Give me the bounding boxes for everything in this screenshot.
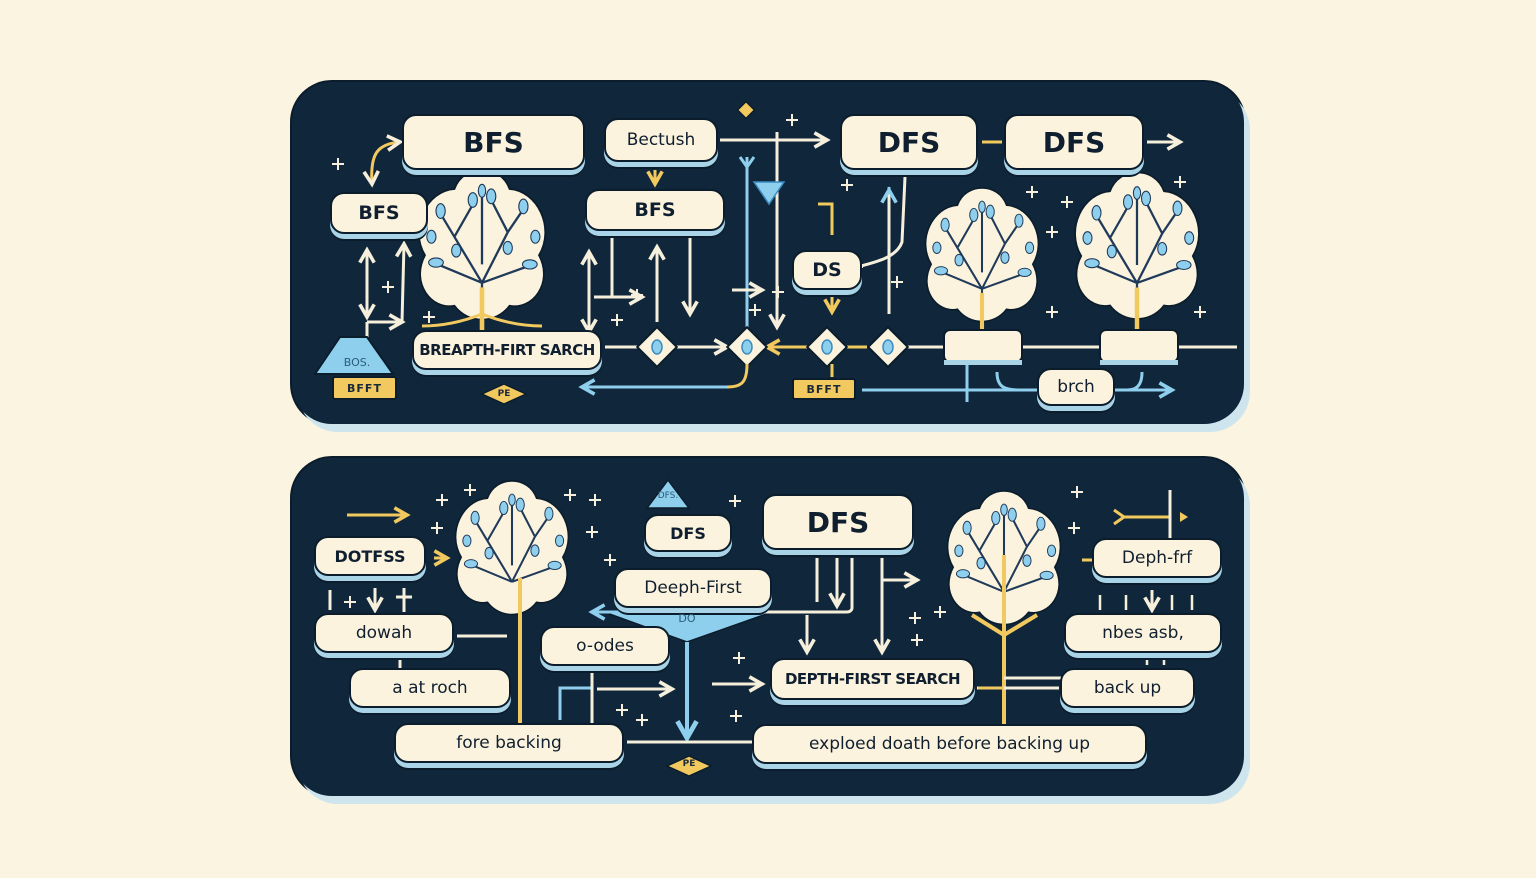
fore-backing-node: fore backing bbox=[394, 723, 624, 763]
top-connectors bbox=[313, 100, 1237, 405]
dfs-small-node: DFS bbox=[644, 514, 732, 552]
deph-frf-node: Deph-frf bbox=[1092, 538, 1222, 578]
dowah-node: dowah bbox=[314, 613, 454, 653]
tree-icon bbox=[1075, 172, 1199, 355]
nbes-asb-node: nbes asb, bbox=[1064, 613, 1222, 653]
depth-first-search-node: DEPTH-FIRST SEARCH bbox=[770, 658, 975, 700]
bectush-node: Bectush bbox=[604, 118, 718, 162]
bfs-left-node: BFS bbox=[330, 192, 428, 234]
brch-node: brch bbox=[1037, 368, 1115, 406]
bfft-tag-center: BFFT bbox=[792, 378, 856, 400]
bfs-center-node: BFS bbox=[585, 189, 725, 231]
triangle-label: BOS. bbox=[343, 356, 371, 369]
ds-node: DS bbox=[792, 250, 862, 290]
explored-depth-node: exploed doath before backing up bbox=[752, 724, 1147, 764]
a-at-roch-node: a at roch bbox=[349, 668, 511, 708]
breadth-first-search-node: BREAPTH-FIRT SARCH bbox=[412, 330, 602, 370]
pe-tag: PE bbox=[497, 389, 511, 399]
tree-icon bbox=[419, 170, 546, 357]
tree-icon bbox=[454, 479, 570, 616]
dfs-node-a: DFS bbox=[840, 114, 978, 170]
dfs-big-node: DFS bbox=[762, 494, 914, 550]
funnel-label: DO bbox=[678, 612, 696, 625]
bfft-tag-left: BFFT bbox=[332, 376, 397, 400]
triangle-label-top: DFS. bbox=[657, 491, 679, 501]
dfs-panel: DOTFSS dowah a at roch fore backing DFS … bbox=[292, 458, 1244, 796]
o-odes-node: o-odes bbox=[540, 626, 670, 666]
bfs-main-node: BFS bbox=[402, 114, 585, 170]
back-up-node: back up bbox=[1060, 668, 1195, 708]
dotfss-node: DOTFSS bbox=[314, 536, 426, 576]
bfs-panel: BFS Bectush DFS DFS BFS BFS DS BREAPTH-F… bbox=[292, 82, 1244, 424]
pe-tag: PE bbox=[682, 759, 696, 769]
dfs-node-b: DFS bbox=[1004, 114, 1144, 170]
bottom-connectors bbox=[328, 478, 1194, 777]
deeph-first-node: Deeph-First bbox=[614, 568, 772, 608]
